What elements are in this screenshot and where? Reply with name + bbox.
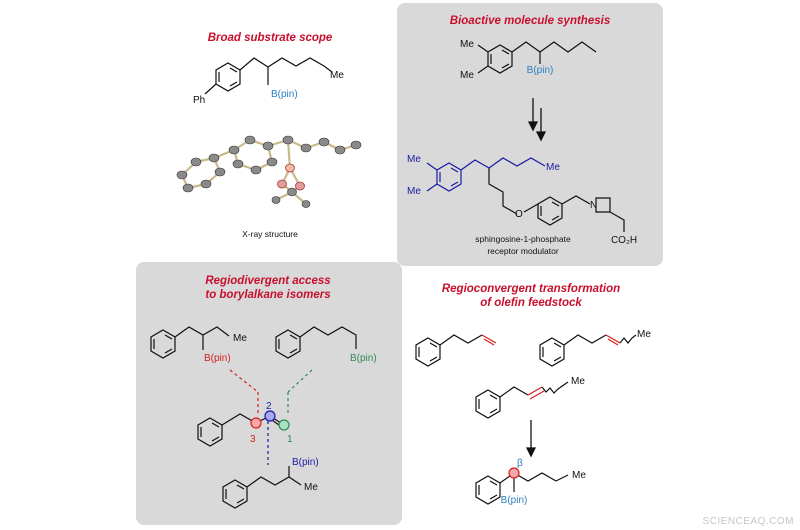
- beta-position-marker: [508, 467, 520, 479]
- bioactive-caption-line1: sphingosine-1-phosphate: [475, 234, 571, 244]
- olefin-internal-1-me-label: Me: [637, 329, 651, 340]
- regio-bpin-right-label: B(pin): [350, 353, 377, 364]
- position-1-marker: [278, 419, 290, 431]
- bioactive-panel-bg: [397, 3, 663, 266]
- bioactive-oxygen-label: O: [515, 209, 523, 220]
- regio-alkene-substrate: [197, 413, 285, 447]
- regioconvergent-arrow: [525, 420, 537, 458]
- regio-isomer-2-structure: [150, 326, 230, 359]
- regioconvergent-bpin-label: B(pin): [501, 495, 528, 506]
- bioactive-me-label-b: Me: [460, 70, 474, 81]
- regioconvergent-title-line2: of olefin feedstock: [480, 297, 582, 309]
- position-3-label: 3: [250, 434, 256, 445]
- beta-label: β: [517, 458, 523, 469]
- regioconvergent-panel: Regioconvergent transformation of olefin…: [415, 283, 651, 506]
- scope-ph-label: Ph: [193, 95, 205, 106]
- regio-isomer-3-structure: [222, 466, 302, 509]
- scope-me-label: Me: [330, 70, 344, 81]
- regioconvergent-title-line1: Regioconvergent transformation: [442, 283, 620, 295]
- bioactive-substrate-structure: [477, 41, 597, 74]
- bioactive-panel: Bioactive molecule synthesis Me Me B(pin…: [407, 15, 637, 256]
- position-2-label: 2: [266, 401, 272, 412]
- regio-bpin-bottom-label: B(pin): [292, 457, 319, 468]
- regio-me-bottom-label: Me: [304, 482, 318, 493]
- position-2-marker: [264, 410, 276, 422]
- bioactive-caption-line2: receptor modulator: [487, 246, 559, 256]
- regiodivergent-title-line1: Regiodivergent access: [205, 275, 330, 287]
- xray-caption: X-ray structure: [242, 229, 298, 239]
- bioactive-me-label-a: Me: [460, 39, 474, 50]
- bioactive-product-me-c: Me: [546, 162, 560, 173]
- olefin-internal-1-structure: [539, 334, 637, 367]
- bioactive-product-me-a: Me: [407, 154, 421, 165]
- regio-me-left-label: Me: [233, 333, 247, 344]
- position-1-label: 1: [287, 434, 293, 445]
- bioactive-title: Bioactive molecule synthesis: [450, 15, 610, 27]
- regiodivergent-panel: Regiodivergent access to borylalkane iso…: [150, 275, 377, 509]
- regioconvergent-me-label: Me: [572, 470, 586, 481]
- regio-bpin-left-label: B(pin): [204, 353, 231, 364]
- olefin-terminal-structure: [415, 334, 497, 367]
- regiodivergent-title-line2: to borylalkane isomers: [205, 289, 330, 301]
- bioactive-nitrogen-label: N: [590, 200, 597, 211]
- bioactive-bpin-label: B(pin): [527, 65, 554, 76]
- regio-isomer-1-structure: [275, 326, 357, 359]
- regiodivergent-panel-bg: [136, 262, 402, 525]
- olefin-internal-2-structure: [475, 381, 569, 419]
- scope-bpin-label: B(pin): [271, 89, 298, 100]
- two-step-arrows: [527, 98, 547, 142]
- scope-title: Broad substrate scope: [208, 32, 333, 44]
- position-3-marker: [250, 417, 262, 429]
- xray-structure-image: [176, 135, 362, 208]
- olefin-internal-2-me-label: Me: [571, 376, 585, 387]
- bioactive-product-me-b: Me: [407, 186, 421, 197]
- bioactive-co2h-label: CO₂H: [611, 235, 637, 246]
- bioactive-product-structure: [426, 157, 625, 232]
- scope-panel: Broad substrate scope Ph Me B(pin): [176, 32, 362, 239]
- watermark: SCIENCEAQ.COM: [702, 516, 794, 527]
- scope-substrate-structure: [204, 57, 333, 95]
